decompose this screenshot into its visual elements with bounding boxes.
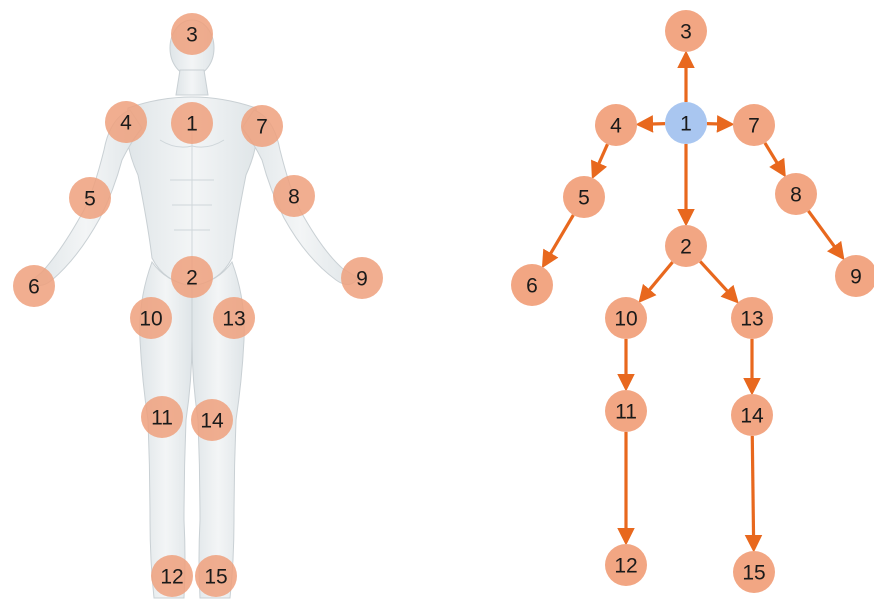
figure-joint-6: 6 <box>13 265 55 307</box>
skeleton-node-3: 3 <box>665 10 707 52</box>
figure-joint-label: 14 <box>200 410 224 433</box>
skeleton-edge-4-5 <box>593 144 607 176</box>
figure-joint-label: 1 <box>186 113 198 136</box>
figure-joint-label: 6 <box>28 276 40 299</box>
figure-joint-label: 15 <box>204 566 227 589</box>
skeleton-node-10: 10 <box>605 297 647 339</box>
skeleton-node-11: 11 <box>605 390 647 432</box>
skeleton-edge-2-13 <box>700 261 736 301</box>
skeleton-node-label: 7 <box>748 115 760 138</box>
skeleton-node-label: 15 <box>742 562 765 585</box>
skeleton-node-label: 9 <box>850 266 862 289</box>
figure-joint-label: 13 <box>222 308 245 331</box>
skeleton-edge-2-10 <box>641 262 673 300</box>
figure-joint-label: 7 <box>256 116 268 139</box>
figure-joint-2: 2 <box>171 256 213 298</box>
skeleton-edge-5-6 <box>544 215 574 265</box>
skeleton-node-label: 5 <box>578 187 590 210</box>
figure-joint-label: 10 <box>139 308 162 331</box>
figure-joint-14: 14 <box>191 399 233 441</box>
skeleton-node-label: 1 <box>680 113 692 136</box>
figure-joint-15: 15 <box>195 555 237 597</box>
skeleton-node-2: 2 <box>665 225 707 267</box>
figure-joint-12: 12 <box>151 555 193 597</box>
figure-joint-label: 3 <box>186 24 198 47</box>
figure-joint-9: 9 <box>341 257 383 299</box>
skeleton-edge-1-4 <box>639 124 665 125</box>
skeleton-node-1: 1 <box>665 102 707 144</box>
skeleton-nodes: 3 4 1 7 5 8 2 6 9 10 13 11 14 12 15 <box>511 10 874 593</box>
figure-joint-label: 2 <box>186 267 198 290</box>
skeleton-node-13: 13 <box>731 297 773 339</box>
skeleton-node-label: 8 <box>790 184 802 207</box>
skeleton-node-12: 12 <box>605 544 647 586</box>
figure-joint-label: 8 <box>288 186 300 209</box>
skeleton-edge-7-8 <box>765 143 784 174</box>
skeleton-edge-14-15 <box>752 436 753 549</box>
figure-joint-5: 5 <box>69 177 111 219</box>
skeleton-node-label: 2 <box>680 236 692 259</box>
skeleton-node-6: 6 <box>511 264 553 306</box>
figure-joint-label: 5 <box>84 188 96 211</box>
body-neck <box>176 70 208 95</box>
figure-joint-10: 10 <box>130 297 172 339</box>
figure-joint-3: 3 <box>171 13 213 55</box>
skeleton-edge-8-9 <box>808 211 842 257</box>
figure-joint-1: 1 <box>171 102 213 144</box>
skeleton-node-8: 8 <box>775 173 817 215</box>
figure-joint-label: 9 <box>356 268 368 291</box>
skeleton-node-label: 14 <box>740 405 764 428</box>
figure-joint-11: 11 <box>141 396 183 438</box>
skeleton-node-15: 15 <box>733 551 775 593</box>
skeleton-node-label: 6 <box>526 275 538 298</box>
skeleton-node-label: 10 <box>614 308 637 331</box>
skeleton-edge-1-7 <box>707 124 731 125</box>
figure-joint-label: 11 <box>151 407 173 430</box>
skeleton-node-4: 4 <box>595 104 637 146</box>
skeleton-node-label: 3 <box>680 21 692 44</box>
figure-joint-13: 13 <box>213 297 255 339</box>
skeleton-node-7: 7 <box>733 104 775 146</box>
figure-joint-8: 8 <box>273 175 315 217</box>
figure-joint-7: 7 <box>241 105 283 147</box>
skeleton-node-5: 5 <box>563 176 605 218</box>
skeleton-node-14: 14 <box>731 394 773 436</box>
skeleton-node-label: 13 <box>740 308 763 331</box>
figure-joint-4: 4 <box>105 101 147 143</box>
skeleton-node-label: 11 <box>615 401 637 424</box>
figure-joint-label: 12 <box>160 566 183 589</box>
figure-joint-label: 4 <box>120 112 132 135</box>
skeleton-node-9: 9 <box>835 255 874 297</box>
skeleton-node-label: 4 <box>610 115 622 138</box>
skeleton-node-label: 12 <box>614 555 637 578</box>
